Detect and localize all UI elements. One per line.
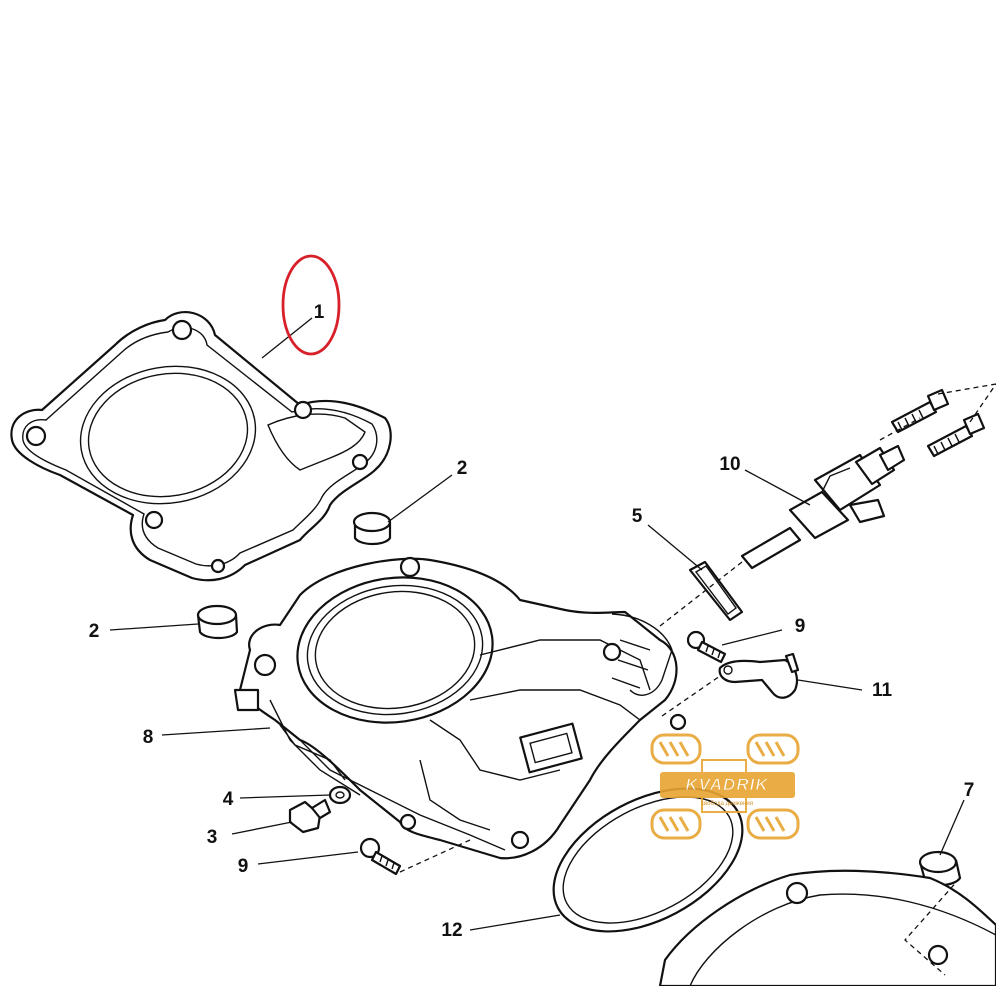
watermark-logo: KVADRIK свобода движения [650, 733, 800, 840]
callout-5: 5 [632, 506, 643, 527]
part-bolt-upper [686, 630, 727, 664]
part-washer [328, 785, 352, 805]
part-bracket [718, 652, 800, 699]
watermark-tagline: свобода движения [701, 801, 753, 807]
alignment-dashed-lines [399, 383, 996, 976]
part-bolt-lower [359, 837, 402, 876]
callout-1: 1 [314, 302, 325, 323]
callout-11: 11 [872, 680, 893, 701]
tire-icon [650, 733, 702, 765]
part-base-gasket [658, 869, 996, 986]
part-tensioner-bolt-upper [890, 388, 950, 434]
part-cam-chain-tensioner [740, 444, 906, 570]
part-dowel-pin-upper [352, 511, 392, 546]
tire-icon [746, 733, 800, 765]
watermark-brand: KVADRIK [685, 775, 769, 794]
part-tensioner-bolt-lower [926, 412, 986, 458]
callout-12: 12 [441, 920, 462, 941]
callout-9-lower: 9 [238, 856, 249, 877]
callout-2-lower: 2 [89, 621, 100, 642]
highlight-circle [281, 254, 341, 356]
callout-4: 4 [223, 789, 234, 810]
callout-7: 7 [964, 780, 975, 801]
callout-9-upper: 9 [795, 616, 806, 637]
tire-icon [650, 808, 702, 840]
part-tensioner-gasket [688, 560, 744, 622]
leader-lines [109, 317, 965, 931]
callout-10: 10 [719, 454, 740, 475]
callout-8: 8 [143, 727, 154, 748]
part-cylinder-head-gasket [10, 311, 392, 582]
part-dowel-pin-lower [196, 604, 239, 640]
part-drain-bolt [288, 798, 332, 834]
callout-3: 3 [207, 827, 218, 848]
tire-icon [746, 808, 800, 840]
callout-2-upper: 2 [457, 458, 468, 479]
part-cylinder-block [233, 556, 687, 860]
